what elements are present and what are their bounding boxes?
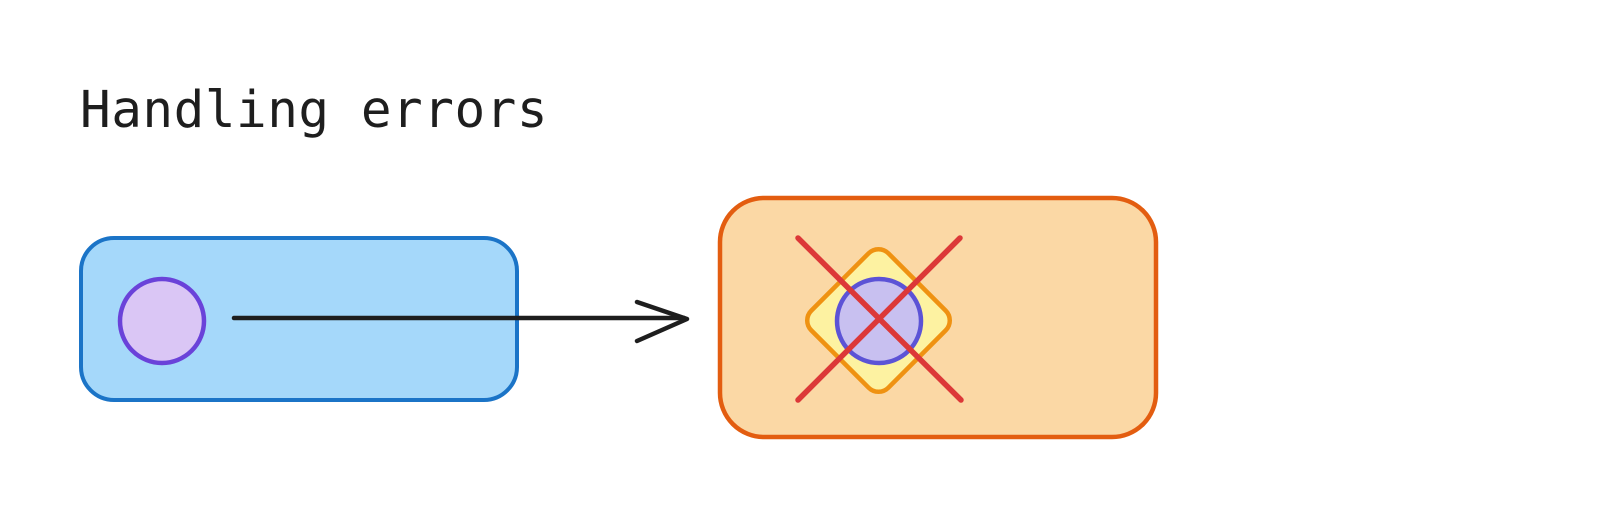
flow-arrow (231, 299, 690, 344)
arrow-head-icon (634, 299, 690, 344)
cross-line-2 (795, 235, 963, 403)
source-item-circle (117, 276, 207, 366)
diagram-title: Handling errors (80, 81, 548, 140)
cross-out-icon (795, 235, 964, 403)
